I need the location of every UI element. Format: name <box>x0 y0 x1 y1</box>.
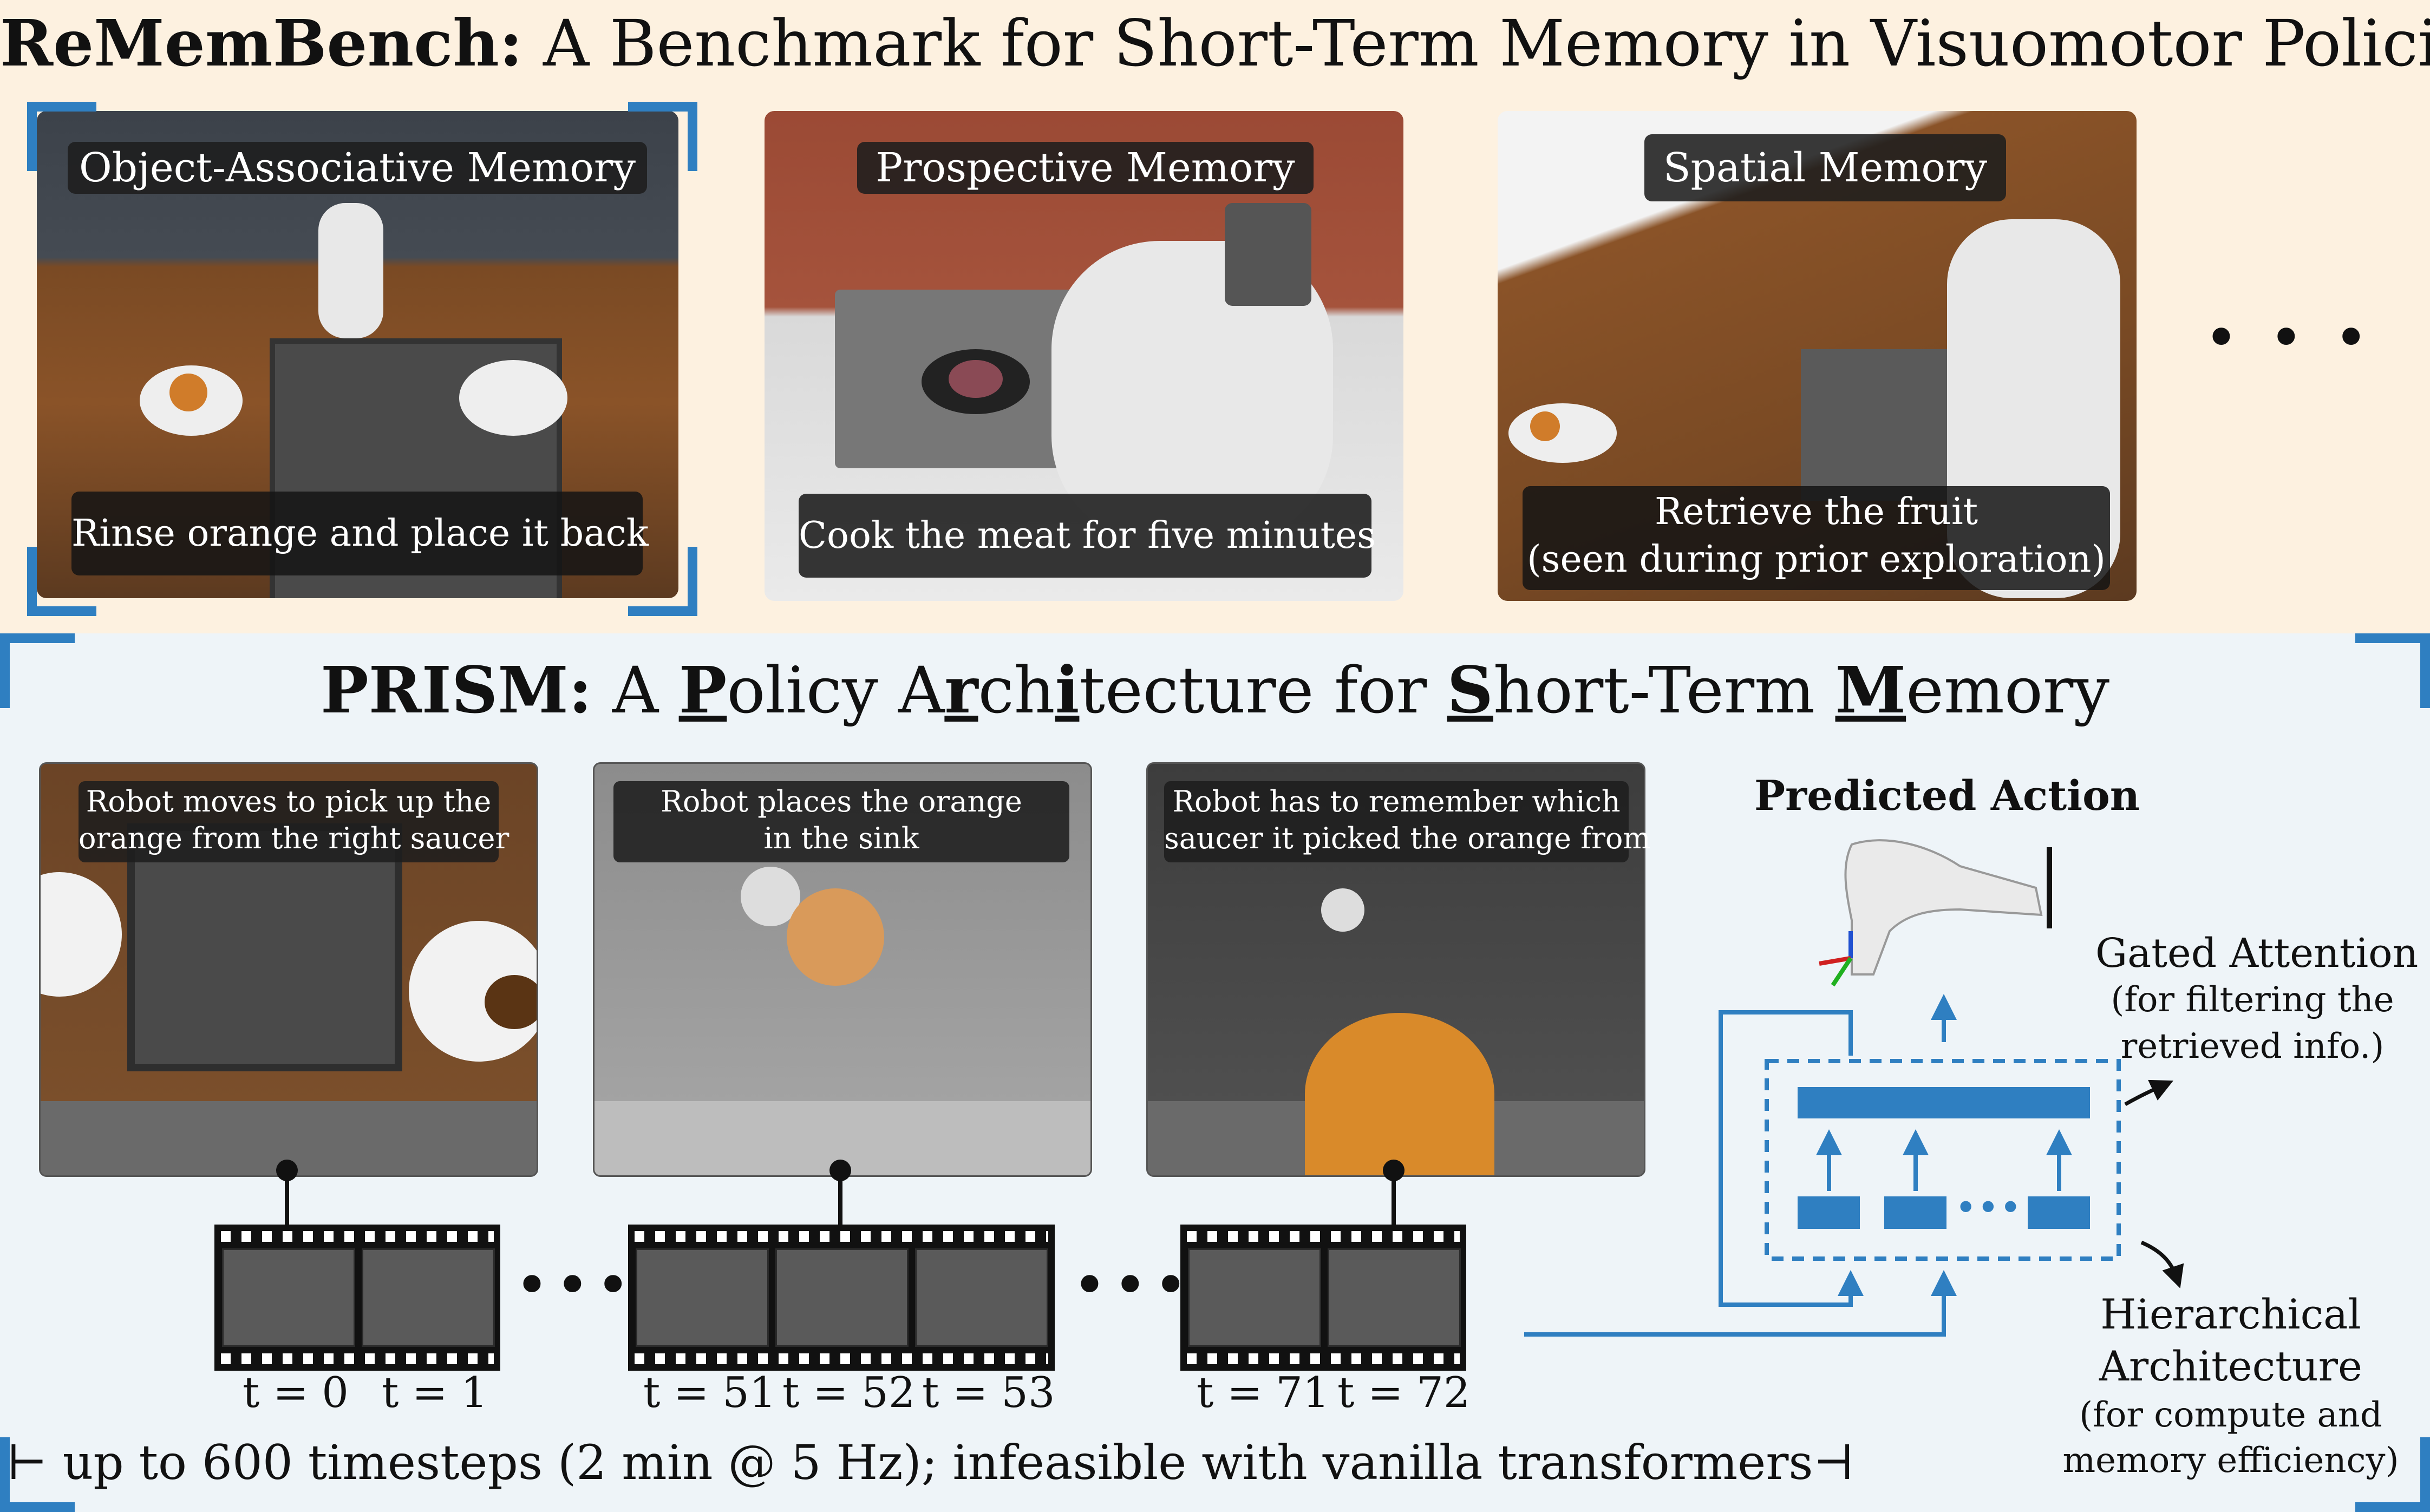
gated-sub: (for filtering the <box>2111 980 2394 1020</box>
inner-ellipsis: ••• <box>1955 1186 2022 1230</box>
gated-attention-bar <box>1798 1087 2090 1118</box>
timestep-label: t = 72 <box>1337 1369 1471 1417</box>
rememberbench-title: ReMemBench: A Benchmark for Short-Term M… <box>0 5 2430 81</box>
timestep-label: t = 0 <box>243 1369 349 1417</box>
timestep-label: t = 53 <box>922 1369 1055 1417</box>
gated-attention-label: Gated Attention (for filtering the retri… <box>2095 930 2419 1070</box>
hier-title: Hierarchical <box>2100 1290 2361 1338</box>
hierarchical-label: Hierarchical Architecture (for compute a… <box>2052 1288 2409 1483</box>
selection-corner <box>628 547 697 616</box>
filmstrip-group2 <box>628 1225 1055 1371</box>
frame-connector <box>1392 1174 1396 1228</box>
frame-caption-t0: Robot moves to pick up the orange from t… <box>79 781 509 862</box>
memory-block <box>2028 1196 2090 1229</box>
selection-corner <box>27 547 96 616</box>
gated-sub: retrieved info.) <box>2120 1026 2385 1066</box>
timestep-label: t = 71 <box>1197 1369 1330 1417</box>
film-ellipsis: ••• <box>1072 1251 1194 1320</box>
hier-title: Architecture <box>2099 1342 2362 1390</box>
gated-title: Gated Attention <box>2095 930 2419 977</box>
filmstrip-group1 <box>214 1225 500 1371</box>
card-label-spatial: Spatial Memory <box>1644 134 2006 201</box>
section-corner <box>0 1437 75 1512</box>
memory-block <box>1884 1196 1946 1229</box>
section-corner <box>2355 633 2430 708</box>
frame-caption-t52: Robot places the orange in the sink <box>613 781 1069 862</box>
card-label-object-associative: Object-Associative Memory <box>68 142 647 194</box>
caption-line-2: (seen during prior exploration) <box>1527 538 2106 581</box>
frame-connector <box>285 1174 289 1228</box>
frame-dot <box>829 1160 851 1181</box>
film-ellipsis: ••• <box>514 1251 636 1320</box>
memory-block <box>1798 1196 1860 1229</box>
hier-sub: (for compute and <box>2079 1395 2382 1435</box>
selection-corner <box>628 102 697 171</box>
frame-dot <box>1383 1160 1405 1181</box>
predicted-action-label: Predicted Action <box>1754 771 2140 820</box>
hierarchical-block <box>1765 1059 2121 1261</box>
card-caption-object-associative: Rinse orange and place it back <box>71 492 649 575</box>
filmstrip-group3 <box>1180 1225 1466 1371</box>
section-corner <box>0 633 75 708</box>
timestep-label: t = 1 <box>382 1369 488 1417</box>
timestep-label: t = 51 <box>643 1369 776 1417</box>
card-caption-prospective: Cook the meat for five minutes <box>799 494 1376 578</box>
section-corner <box>2355 1437 2430 1512</box>
frame-caption-t71: Robot has to remember which saucer it pi… <box>1164 781 1651 862</box>
robot-arm-icon <box>1819 839 2052 987</box>
frame-dot <box>276 1160 298 1181</box>
prism-title: PRISM: A Policy Architecture for Short-T… <box>321 652 2109 728</box>
card-label-prospective: Prospective Memory <box>857 142 1314 194</box>
more-tasks-ellipsis: • • • <box>2204 303 2374 372</box>
caption-line-1: Retrieve the fruit <box>1654 490 1978 533</box>
hier-sub: memory efficiency) <box>2062 1441 2399 1481</box>
timestep-label: t = 52 <box>782 1369 916 1417</box>
card-caption-spatial: Retrieve the fruit (seen during prior ex… <box>1523 486 2110 590</box>
selection-corner <box>27 102 96 171</box>
footer-note: ⊢ up to 600 timesteps (2 min @ 5 Hz); in… <box>6 1435 1854 1490</box>
frame-connector <box>838 1174 842 1228</box>
